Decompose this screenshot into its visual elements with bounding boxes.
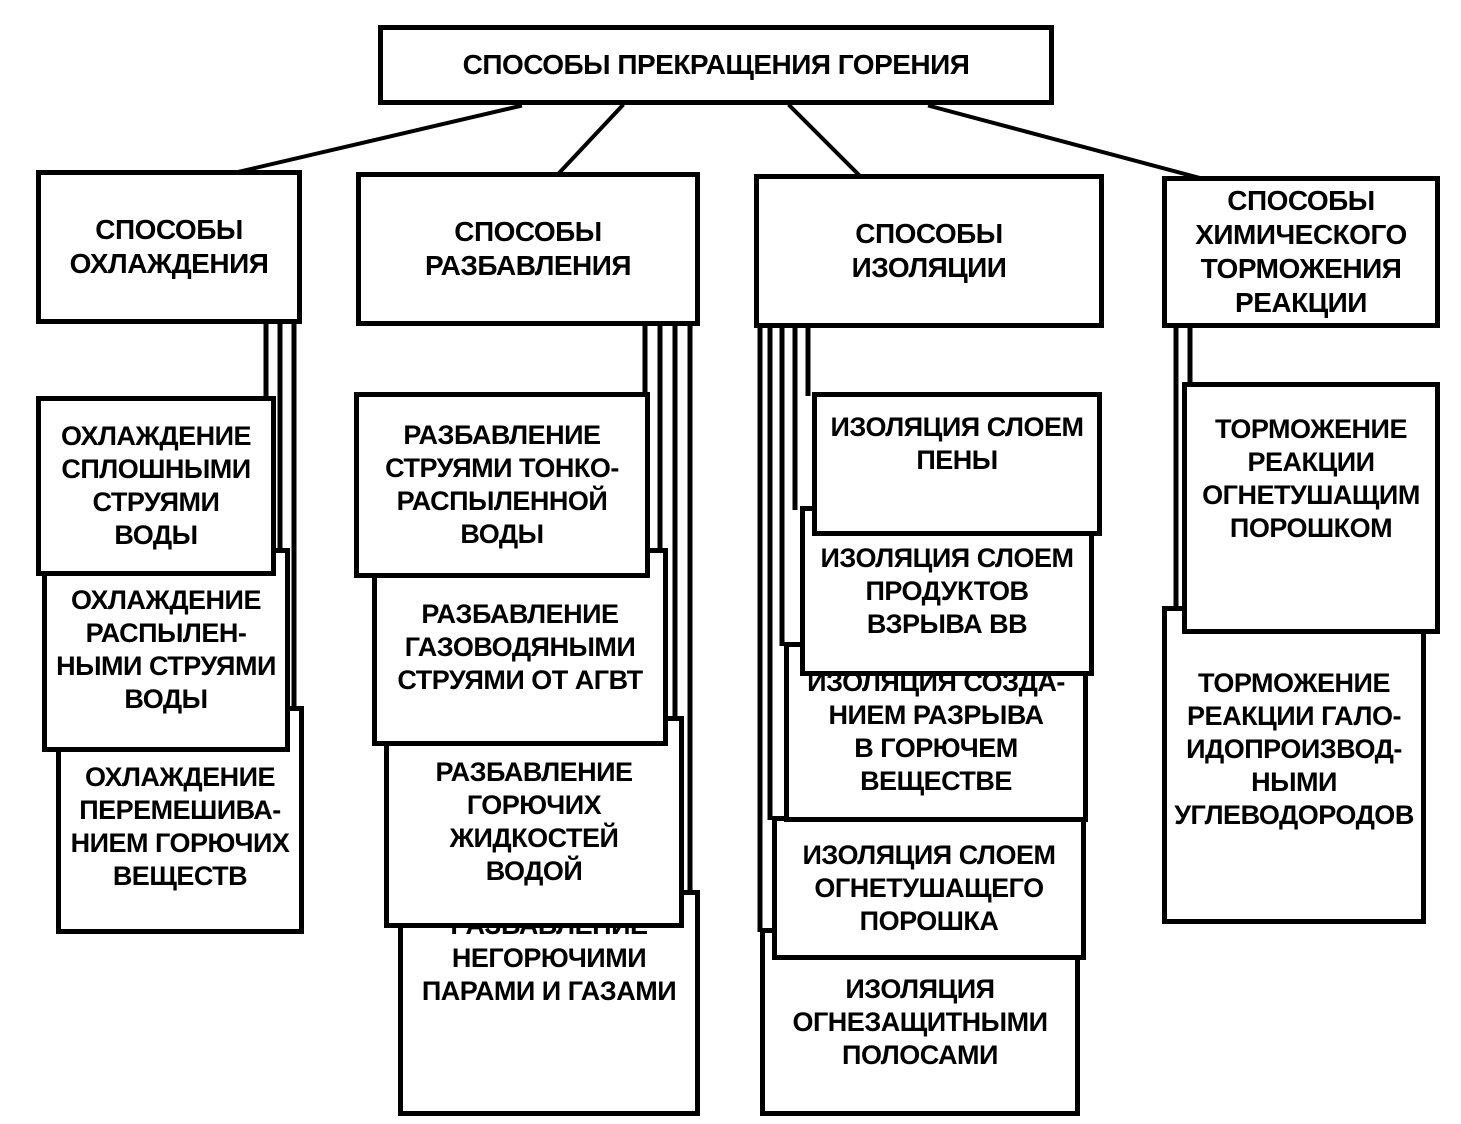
item-label: ОХЛАЖДЕНИЕ ПЕРЕМЕШИВА- НИЕМ ГОРЮЧИХ ВЕЩЕ… [70, 762, 290, 891]
connector-root-isolation [787, 103, 863, 179]
category-label: СПОСОБЫ ИЗОЛЯЦИИ [851, 218, 1007, 283]
item-dilution-2: РАЗБАВЛЕНИЕ ГАЗОВОДЯНЫМИ СТРУЯМИ ОТ АГВТ [372, 548, 668, 746]
connector-root-chemical [927, 103, 1203, 181]
category-isolation: СПОСОБЫ ИЗОЛЯЦИИ [754, 174, 1104, 328]
item-label: ОХЛАЖДЕНИЕ СПЛОШНЫМИ СТРУЯМИ ВОДЫ [61, 421, 252, 550]
item-isolation-4: ИЗОЛЯЦИЯ СЛОЕМ ОГНЕТУШАЩЕГО ПОРОШКА [772, 816, 1086, 960]
item-label: ТОРМОЖЕНИЕ РЕАКЦИИ ОГНЕТУШАЩИМ ПОРОШКОМ [1202, 414, 1420, 543]
connector-root-cooling [235, 103, 523, 175]
item-dilution-3: РАЗБАВЛЕНИЕ ГОРЮЧИХ ЖИДКОСТЕЙ ВОДОЙ [384, 716, 684, 928]
item-label: ТОРМОЖЕНИЕ РЕАКЦИИ ГАЛО- ИДОПРОИЗВОД- НЫ… [1174, 668, 1414, 830]
item-label: РАЗБАВЛЕНИЕ ГОРЮЧИХ ЖИДКОСТЕЙ ВОДОЙ [435, 757, 633, 886]
category-label: СПОСОБЫ РАЗБАВЛЕНИЯ [424, 216, 632, 281]
item-label: ИЗОЛЯЦИЯ СОЗДА- НИЕМ РАЗРЫВА В ГОРЮЧЕМ В… [807, 667, 1065, 796]
item-label: ОХЛАЖДЕНИЕ РАСПЫЛЕН- НЫМИ СТРУЯМИ ВОДЫ [56, 585, 276, 714]
item-isolation-1: ИЗОЛЯЦИЯ СЛОЕМ ПЕНЫ [812, 392, 1102, 536]
category-cooling: СПОСОБЫ ОХЛАЖДЕНИЯ [36, 170, 302, 324]
item-label: РАЗБАВЛЕНИЕ ГАЗОВОДЯНЫМИ СТРУЯМИ ОТ АГВТ [397, 598, 643, 695]
category-dilution: СПОСОБЫ РАЗБАВЛЕНИЯ [356, 172, 700, 326]
category-label: СПОСОБЫ ОХЛАЖДЕНИЯ [69, 214, 269, 279]
item-label: ИЗОЛЯЦИЯ СЛОЕМ ОГНЕТУШАЩЕГО ПОРОШКА [802, 839, 1056, 936]
item-cooling-2: ОХЛАЖДЕНИЕ РАСПЫЛЕН- НЫМИ СТРУЯМИ ВОДЫ [42, 548, 290, 752]
item-dilution-1: РАЗБАВЛЕНИЕ СТРУЯМИ ТОНКО- РАСПЫЛЕННОЙ В… [354, 392, 650, 578]
item-cooling-1: ОХЛАЖДЕНИЕ СПЛОШНЫМИ СТРУЯМИ ВОДЫ [36, 396, 276, 576]
item-label: РАЗБАВЛЕНИЕ НЕГОРЮЧИМИ ПАРАМИ И ГАЗАМИ [421, 910, 677, 1006]
item-label: ИЗОЛЯЦИЯ СЛОЕМ ПЕНЫ [830, 412, 1084, 475]
item-chemical-2: ТОРМОЖЕНИЕ РЕАКЦИИ ГАЛО- ИДОПРОИЗВОД- НЫ… [1162, 606, 1426, 924]
category-chemical: СПОСОБЫ ХИМИЧЕСКОГО ТОРМОЖЕНИЯ РЕАКЦИИ [1162, 176, 1440, 328]
item-label: ИЗОЛЯЦИЯ ОГНЕЗАЩИТНЫМИ ПОЛОСАМИ [792, 973, 1048, 1070]
item-label: РАЗБАВЛЕНИЕ СТРУЯМИ ТОНКО- РАСПЫЛЕННОЙ В… [385, 420, 619, 549]
root-title: СПОСОБЫ ПРЕКРАЩЕНИЯ ГОРЕНИЯ [462, 49, 970, 80]
item-chemical-1: ТОРМОЖЕНИЕ РЕАКЦИИ ОГНЕТУШАЩИМ ПОРОШКОМ [1182, 382, 1440, 634]
root-box: СПОСОБЫ ПРЕКРАЩЕНИЯ ГОРЕНИЯ [378, 25, 1054, 105]
category-label: СПОСОБЫ ХИМИЧЕСКОГО ТОРМОЖЕНИЯ РЕАКЦИИ [1195, 185, 1407, 318]
item-label: ИЗОЛЯЦИЯ СЛОЕМ ПРОДУКТОВ ВЗРЫВА ВВ [820, 542, 1074, 639]
connector-root-dilution [557, 103, 625, 175]
